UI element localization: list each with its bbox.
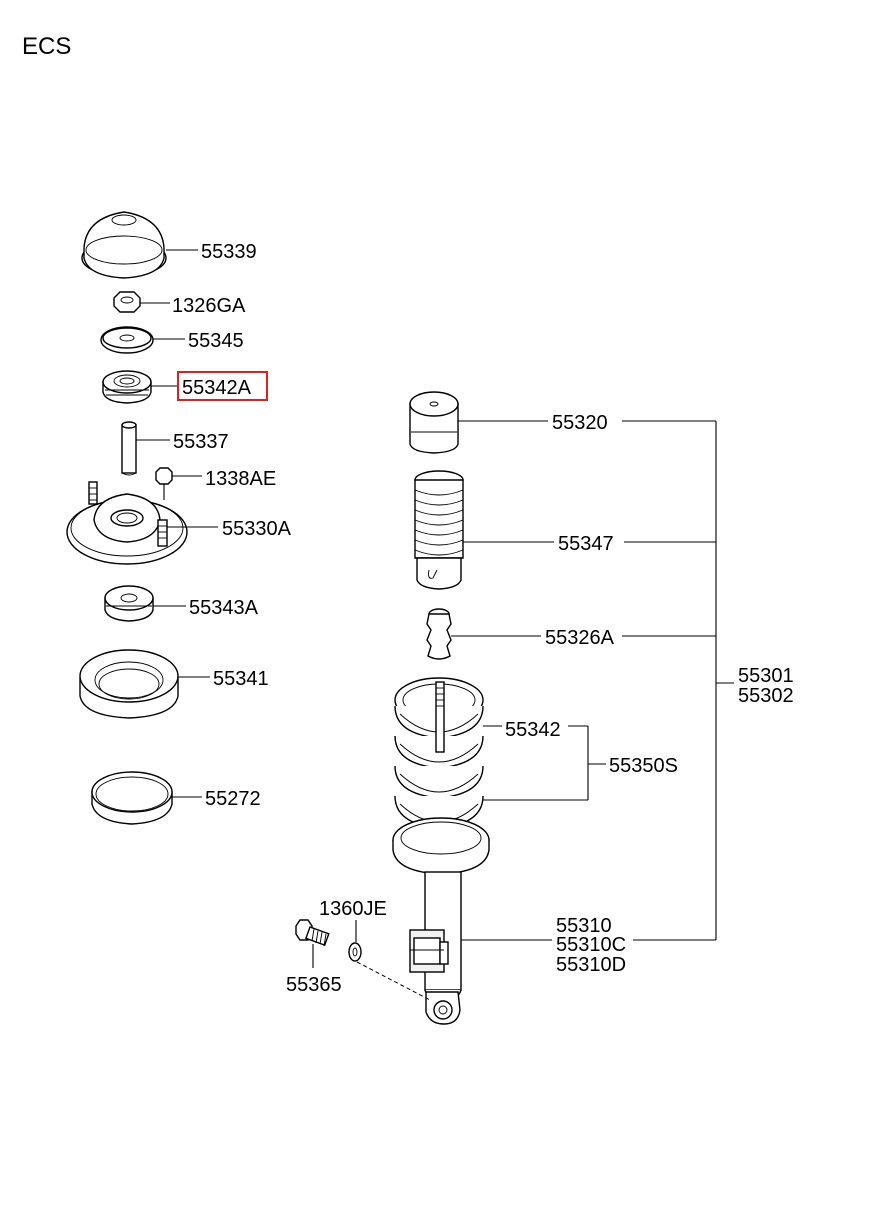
part-1326GA-nut[interactable] bbox=[113, 291, 141, 313]
part-55310-shock-absorber[interactable] bbox=[409, 871, 462, 1025]
part-55345-washer[interactable] bbox=[100, 326, 154, 354]
part-1360JE-washer[interactable] bbox=[348, 942, 362, 962]
part-55347-dust-boot[interactable] bbox=[414, 470, 464, 590]
part-55343A-bushing[interactable] bbox=[104, 585, 154, 622]
part-55341-spring-seat[interactable] bbox=[79, 649, 179, 719]
highlight-box-55342A bbox=[177, 371, 268, 401]
diagram-title: ECS bbox=[22, 33, 71, 60]
label-55343A[interactable]: 55343A bbox=[189, 597, 259, 619]
label-55301[interactable]: 55301 bbox=[738, 665, 794, 687]
part-55320-cap[interactable] bbox=[409, 391, 459, 454]
label-55320[interactable]: 55320 bbox=[552, 412, 608, 434]
label-55342A[interactable]: 55342A bbox=[182, 377, 252, 399]
label-55310D[interactable]: 55310D bbox=[556, 954, 626, 976]
label-55310[interactable]: 55310 bbox=[556, 915, 612, 937]
label-55337[interactable]: 55337 bbox=[173, 431, 229, 453]
part-55330A-strut-mount[interactable] bbox=[66, 481, 188, 565]
label-55310C[interactable]: 55310C bbox=[556, 934, 626, 956]
label-55350S[interactable]: 55350S bbox=[609, 755, 678, 777]
part-55326A-bump-stopper[interactable] bbox=[426, 608, 452, 660]
part-55342A-bearing[interactable] bbox=[102, 370, 152, 404]
label-1360JE[interactable]: 1360JE bbox=[319, 898, 387, 920]
part-55339-dust-cap[interactable] bbox=[81, 211, 167, 279]
label-55365[interactable]: 55365 bbox=[286, 974, 342, 996]
label-55341[interactable]: 55341 bbox=[213, 668, 269, 690]
part-55365-bolt[interactable] bbox=[295, 919, 330, 947]
part-lower-spring-seat bbox=[392, 817, 490, 875]
label-55302[interactable]: 55302 bbox=[738, 685, 794, 707]
part-1338AE-nut[interactable] bbox=[155, 467, 173, 485]
label-55347[interactable]: 55347 bbox=[558, 533, 614, 555]
part-55272-ring[interactable] bbox=[91, 771, 173, 825]
part-piston-rod bbox=[435, 681, 445, 753]
label-55330A[interactable]: 55330A bbox=[222, 518, 292, 540]
label-55345[interactable]: 55345 bbox=[188, 330, 244, 352]
label-1326GA[interactable]: 1326GA bbox=[172, 295, 246, 317]
label-1338AE[interactable]: 1338AE bbox=[205, 468, 276, 490]
label-55339[interactable]: 55339 bbox=[201, 241, 257, 263]
label-55342[interactable]: 55342 bbox=[505, 719, 561, 741]
part-55337-sleeve[interactable] bbox=[121, 421, 137, 476]
label-55272[interactable]: 55272 bbox=[205, 788, 261, 810]
label-55326A[interactable]: 55326A bbox=[545, 627, 615, 649]
